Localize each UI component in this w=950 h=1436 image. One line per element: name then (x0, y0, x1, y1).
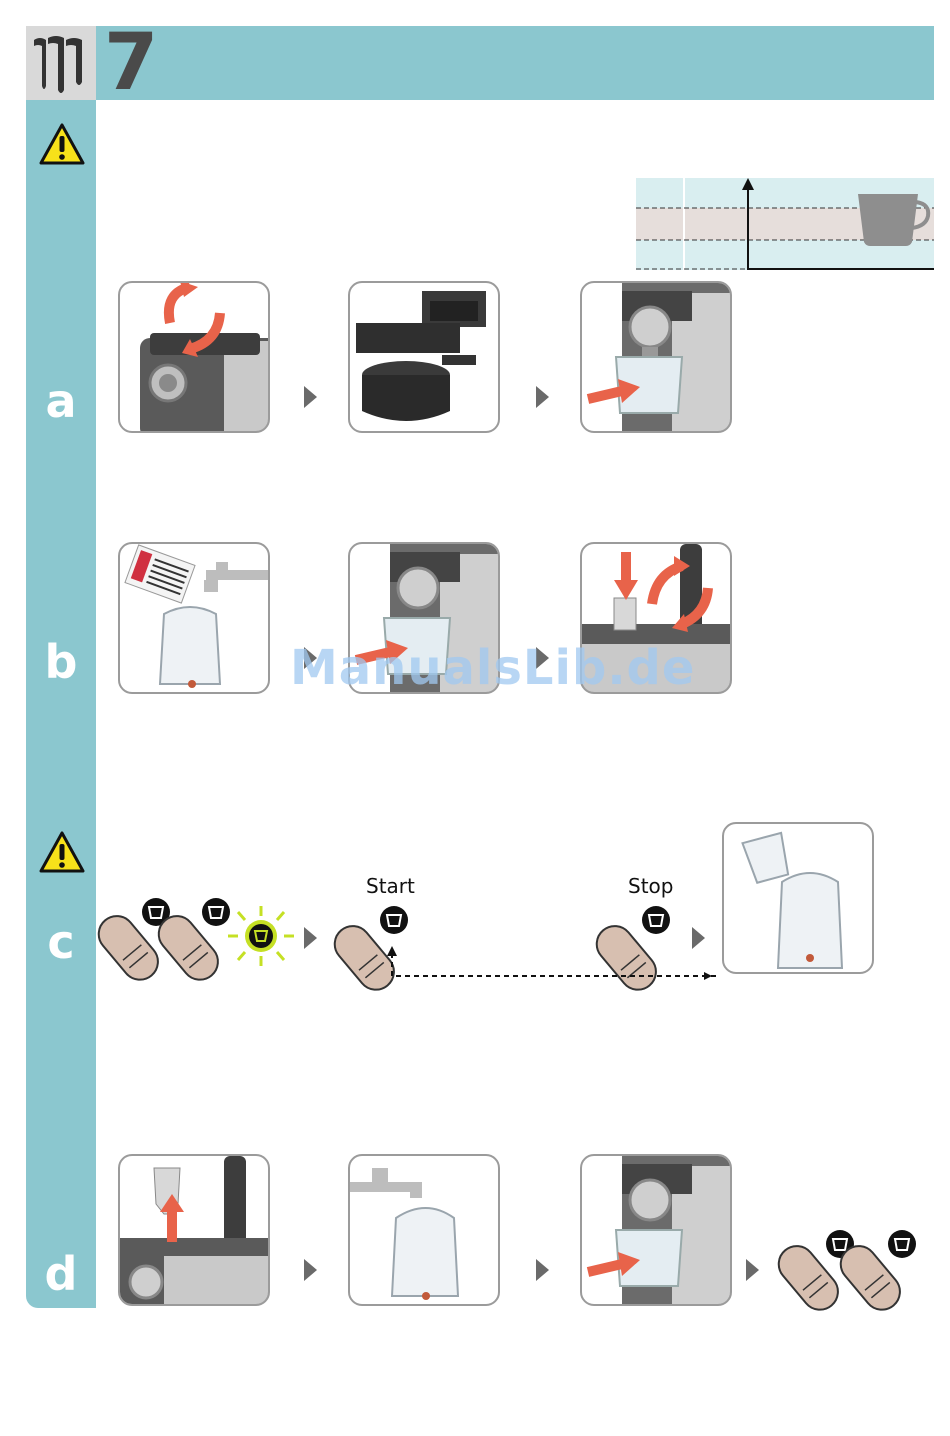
step-arrow-icon (746, 1259, 759, 1281)
step-arrow-icon (536, 386, 549, 408)
repeat-dashed-arrow (386, 944, 722, 984)
cup-icon (858, 194, 918, 246)
step-arrow-icon (536, 1259, 549, 1281)
step-d1-remove-tool (118, 1154, 270, 1306)
chapter-header (26, 26, 934, 100)
cup-size-diagram (636, 178, 934, 270)
start-label: Start (366, 874, 415, 898)
step-arrow-icon (304, 927, 317, 949)
section-letter-a: a (26, 374, 96, 428)
section-letter-b: b (26, 635, 96, 689)
blinking-cup-button-icon (226, 904, 296, 968)
watermark: ManualsLib.de (290, 640, 695, 696)
finger-press-icon (828, 1222, 924, 1312)
descaling-icon (26, 26, 96, 100)
warning-icon (38, 122, 86, 166)
step-arrow-icon (304, 1259, 317, 1281)
section-letter-d: d (26, 1247, 96, 1301)
step-d2-rinse-tank (348, 1154, 500, 1306)
water-tank-icon (160, 607, 220, 684)
chapter-number: 7 (104, 18, 158, 108)
stop-label: Stop (628, 874, 673, 898)
step-arrow-icon (304, 386, 317, 408)
warning-icon (38, 830, 86, 874)
water-tank-icon (778, 873, 842, 968)
water-tank-icon (392, 1208, 458, 1296)
step-c-empty-container (722, 822, 874, 974)
faucet-icon (350, 1182, 422, 1198)
faucet-icon (206, 562, 268, 580)
step-a2-drip-tray (348, 281, 500, 433)
step-a1-lever-open (118, 281, 270, 433)
step-d3-place-container (580, 1154, 732, 1306)
step-b1-fill-descaler (118, 542, 270, 694)
step-a3-place-container (580, 281, 732, 433)
left-sidebar (26, 100, 96, 1308)
